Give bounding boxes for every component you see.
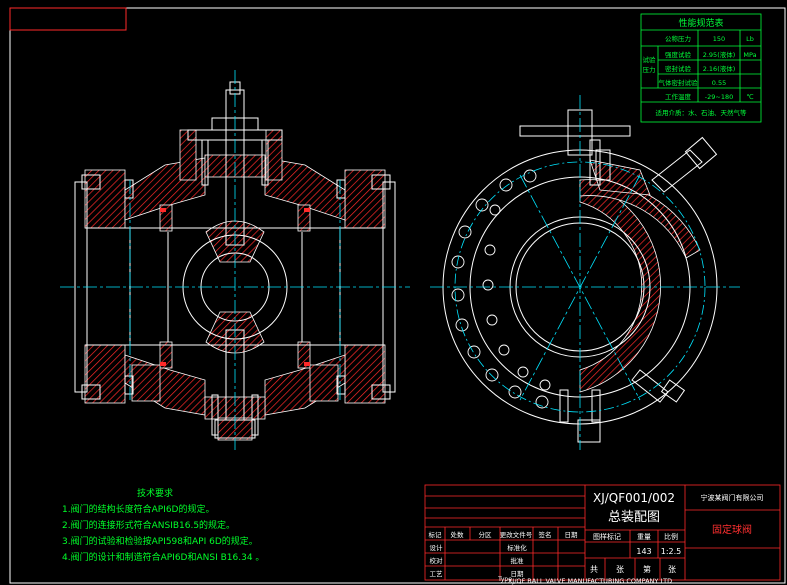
param-row-unit: MPa	[743, 51, 756, 59]
param-table-title: 性能规范表	[678, 17, 723, 29]
tech-notes: 技术要求 1.阀门的结构长度符合API6D的规定。 2.阀门的连接形式符合ANSIB…	[62, 487, 264, 563]
revision-header: 日期	[565, 531, 579, 539]
type-footer: Type	[497, 576, 512, 583]
revision-header: 分区	[479, 530, 493, 539]
drawing-number: XJ/QF001/002	[593, 491, 675, 505]
scale-header: 比例	[664, 532, 678, 541]
param-row-unit: ℃	[746, 93, 753, 101]
side-view	[430, 95, 740, 450]
param-table	[640, 13, 762, 123]
note-item: 2.阀门的连接形式符合ANSIB16.5的规定。	[62, 519, 235, 531]
title-block	[424, 484, 781, 581]
company-footer: XJ/QF BALL VALVE MANUFACTURING COMPANY L…	[508, 577, 672, 585]
notes-title: 技术要求	[137, 487, 173, 499]
sheet-no-suffix: 张	[668, 565, 676, 574]
param-row-label: 工作温度	[665, 92, 692, 101]
revision-header: 签名	[539, 530, 552, 539]
sign-row-label: 设计	[430, 543, 444, 552]
param-row-label: 密封试验	[665, 64, 692, 73]
revision-header: 标记	[429, 530, 443, 539]
revision-header: 处数	[451, 530, 465, 539]
note-item: 4.阀门的设计和制造符合API6D和ANSI B16.34 。	[62, 551, 264, 563]
param-table-medium: 适用介质：水、石油、天然气等	[656, 108, 748, 117]
sign-row-label: 标准化	[507, 543, 527, 552]
sheet-no-label: 第	[643, 564, 651, 574]
note-item: 1.阀门的结构长度符合API6D的规定。	[62, 503, 214, 515]
param-row-group: 试验	[643, 55, 657, 64]
drawing-name: 总装配图	[608, 510, 660, 525]
section-view	[60, 70, 410, 450]
scale-value: 1:2.5	[661, 547, 682, 556]
param-row-value: 150	[713, 35, 725, 43]
param-row-value: 2.16(液体)	[703, 64, 736, 73]
title-block-text: XJ/QF001/002 总装配图 宁波某阀门有限公司固定球阀标记处数 分区更改文件号…	[429, 491, 764, 585]
sign-row-label: 工艺	[430, 570, 444, 578]
weight-header: 重量	[637, 533, 651, 541]
param-row-label: 强度试验	[665, 50, 692, 59]
drawing-frame	[9, 7, 786, 584]
param-row-value: -29~180	[705, 93, 733, 101]
note-item: 3.阀门的试验和检验按API598和API 6D的规定。	[62, 535, 258, 547]
sheet-total-label: 共	[590, 565, 598, 574]
stage-header: 图样标记	[593, 532, 621, 541]
sign-row-label: 批准	[511, 556, 525, 565]
param-table-text: 性能规范表公称压力 150 Lb 强度试验 2.95(液体) MPa 试验压力密封试验 2.1…	[643, 17, 757, 117]
sign-row-label: 日期	[511, 570, 525, 578]
valve-name: 固定球阀	[712, 523, 752, 536]
param-row-value: 0.55	[712, 79, 726, 87]
sign-row-label: 校对	[430, 556, 444, 565]
sheet-label: 张	[616, 565, 624, 574]
revision-header: 更改文件号	[500, 530, 533, 539]
param-row-group: 压力	[643, 65, 656, 74]
param-row-unit: Lb	[746, 35, 754, 43]
param-row-value: 2.95(液体)	[703, 50, 736, 59]
weight-value: 143	[636, 547, 651, 556]
company-name: 宁波某阀门有限公司	[701, 493, 764, 502]
param-row-label: 公称压力	[665, 34, 691, 43]
param-row-label: 气体密封试验	[659, 78, 699, 87]
